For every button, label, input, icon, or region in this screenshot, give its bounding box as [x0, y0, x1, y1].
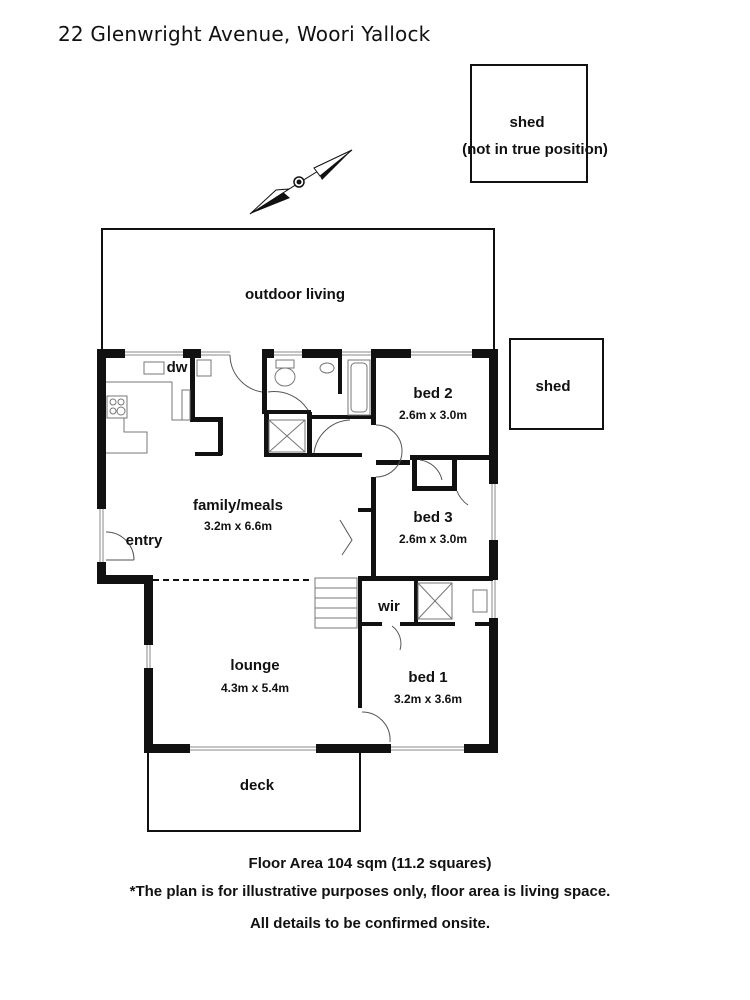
room-dims-family-meals: 3.2m x 6.6m	[203, 519, 273, 533]
room-label-bed2: bed 2	[413, 385, 453, 402]
room-dims-lounge: 4.3m x 5.4m	[220, 681, 290, 695]
shed-side-outline	[509, 338, 604, 430]
room-label-bed3: bed 3	[413, 509, 453, 526]
room-label-dw: dw	[166, 359, 188, 376]
room-dims-bed3: 2.6m x 3.0m	[398, 532, 468, 546]
room-dims-bed1: 3.2m x 3.6m	[393, 692, 463, 706]
stairs	[314, 577, 358, 629]
doors	[105, 354, 469, 743]
north-arrow-icon	[249, 149, 353, 215]
room-label-outdoor-living: outdoor living	[245, 286, 345, 303]
windows	[99, 351, 496, 751]
floor-area-text: Floor Area 104 sqm (11.2 squares)	[248, 855, 492, 872]
room-label-deck: deck	[239, 777, 275, 794]
deck-outline	[147, 750, 361, 832]
page-title: 22 Glenwright Avenue, Woori Yallock	[58, 22, 431, 46]
room-label-shed-top: shed	[509, 114, 545, 131]
room-label-bed1: bed 1	[408, 669, 448, 686]
room-label-wir: wir	[378, 598, 400, 615]
interior-walls	[190, 349, 493, 708]
kitchen-benches	[106, 359, 212, 454]
bathroom-fixtures	[268, 359, 488, 620]
exterior-walls	[97, 349, 498, 753]
shed-top-outline	[470, 64, 588, 183]
shed-note: (not in true position)	[462, 141, 608, 158]
room-label-lounge: lounge	[230, 657, 280, 674]
room-label-entry: entry	[125, 532, 163, 549]
disclaimer-text: *The plan is for illustrative purposes o…	[129, 883, 611, 900]
room-dims-bed2: 2.6m x 3.0m	[398, 408, 468, 422]
room-label-shed-side: shed	[535, 378, 571, 395]
confirm-text: All details to be confirmed onsite.	[249, 915, 491, 932]
outdoor-living-outline	[101, 228, 495, 350]
room-label-family-meals: family/meals	[192, 497, 284, 514]
